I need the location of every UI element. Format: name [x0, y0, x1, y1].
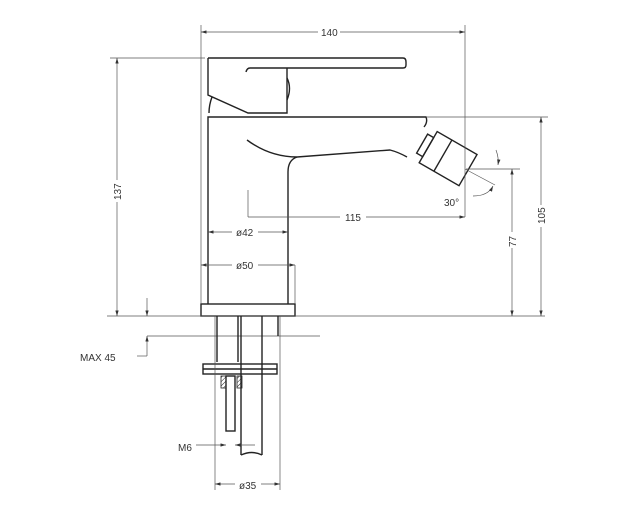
dim-max-deck-thickness: MAX 45 — [80, 353, 116, 364]
dim-outlet-height: 77 — [508, 235, 519, 247]
dim-body-diameter-top: ø42 — [236, 228, 254, 239]
dim-hole-diameter: ø35 — [239, 481, 257, 492]
mounting-parts — [202, 316, 279, 456]
dim-spout-height: 105 — [537, 207, 548, 224]
dim-spout-reach: 115 — [345, 213, 361, 224]
dim-spray-angle: 30° — [444, 198, 459, 209]
faucet-body — [200, 116, 428, 317]
dimension-lines — [110, 25, 548, 490]
dim-overall-width: 140 — [321, 28, 338, 39]
faucet-handle — [207, 57, 407, 114]
dim-body-diameter-base: ø50 — [236, 261, 254, 272]
dim-stud-thread: M6 — [178, 443, 192, 454]
dim-overall-height: 137 — [113, 183, 124, 200]
spray-nozzle — [415, 130, 478, 187]
